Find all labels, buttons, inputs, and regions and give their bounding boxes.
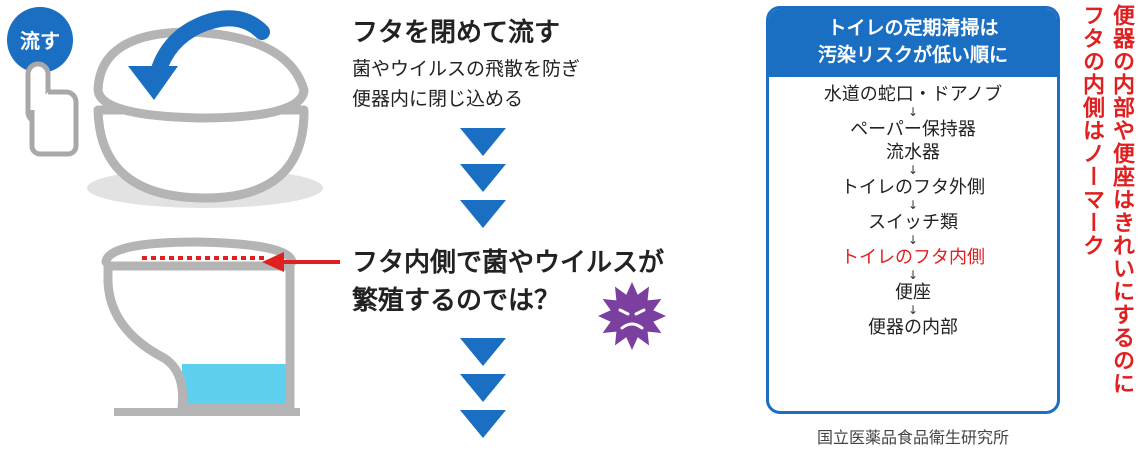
step1-title: フタを閉めて流す xyxy=(352,18,561,48)
flush-badge-circle xyxy=(7,7,73,73)
cleaning-priority-panel: トイレの定期清掃は 汚染リスクが低い順に 水道の蛇口・ドアノブ↓ペーパー保持器流… xyxy=(766,6,1060,414)
priority-list-item: 流水器 xyxy=(886,142,940,163)
priority-list-item: トイレのフタ外側 xyxy=(841,177,985,198)
priority-list-item: 便器の内部 xyxy=(868,317,958,338)
priority-arrow: ↓ xyxy=(769,269,1057,281)
down-triangle-icon xyxy=(460,374,506,402)
down-arrow-icon: ↓ xyxy=(907,303,919,317)
down-arrow-icon: ↓ xyxy=(907,163,919,177)
priority-list: 水道の蛇口・ドアノブ↓ペーパー保持器流水器↓トイレのフタ外側↓スイッチ類↓トイレ… xyxy=(769,77,1057,339)
down-arrow-icon: ↓ xyxy=(907,268,919,282)
step2-title: フタ内側で菌やウイルスが 繁殖するのでは？ xyxy=(352,244,664,320)
germ-icon xyxy=(598,282,666,350)
close-lid-arrow-icon xyxy=(150,10,270,80)
priority-arrow: ↓ xyxy=(769,304,1057,316)
step2-title-line: 繁殖するのでは？ xyxy=(352,286,561,316)
down-triangle-icon xyxy=(460,200,506,228)
priority-list-item: 水道の蛇口・ドアノブ xyxy=(823,84,1003,105)
vertical-note-line: フタの内側はノーマーク xyxy=(1079,4,1104,257)
toilet-cutaway-icon xyxy=(101,237,340,416)
source-credit: 国立医薬品食品衛生研究所 xyxy=(816,428,1009,447)
down-triangle-icon xyxy=(460,410,506,438)
flush-badge-label: 流す xyxy=(20,29,60,53)
step2-title-line: フタ内側で菌やウイルスが xyxy=(352,248,665,278)
priority-arrow: ↓ xyxy=(769,199,1057,211)
toilet-closed-lid-icon xyxy=(87,10,323,208)
step1-description: 菌やウイルスの飛散を防ぎ 便器内に閉じ込める xyxy=(352,54,580,114)
toilet-illustrations: 流す xyxy=(7,7,340,416)
priority-list-item: スイッチ類 xyxy=(868,212,958,233)
down-arrow-icon: ↓ xyxy=(907,198,919,212)
down-arrow-icon: ↓ xyxy=(907,233,919,247)
down-triangle-icon xyxy=(460,338,506,366)
priority-arrow: ↓ xyxy=(769,234,1057,246)
panel-header-line: 汚染リスクが低い順に xyxy=(817,44,1008,66)
panel-header-line: トイレの定期清掃は xyxy=(827,17,999,39)
down-triangle-icon xyxy=(460,164,506,192)
priority-list-item: ペーパー保持器 xyxy=(850,119,976,140)
priority-arrow: ↓ xyxy=(769,164,1057,176)
down-arrow-icon: ↓ xyxy=(907,105,919,119)
vertical-note-line: 便器の内部や便座はきれいにするのに xyxy=(1109,4,1134,395)
flush-badge: 流す xyxy=(7,7,73,73)
step1-description-line: 便器内に閉じ込める xyxy=(352,88,524,110)
priority-list-item: 便座 xyxy=(895,282,931,303)
priority-arrow: ↓ xyxy=(769,106,1057,118)
step1-description-line: 菌やウイルスの飛散を防ぎ xyxy=(352,58,581,80)
panel-header: トイレの定期清掃は 汚染リスクが低い順に xyxy=(769,9,1057,77)
down-triangle-icon xyxy=(460,128,506,156)
hand-icon xyxy=(25,61,79,157)
priority-list-item: トイレのフタ内側 xyxy=(841,247,985,268)
